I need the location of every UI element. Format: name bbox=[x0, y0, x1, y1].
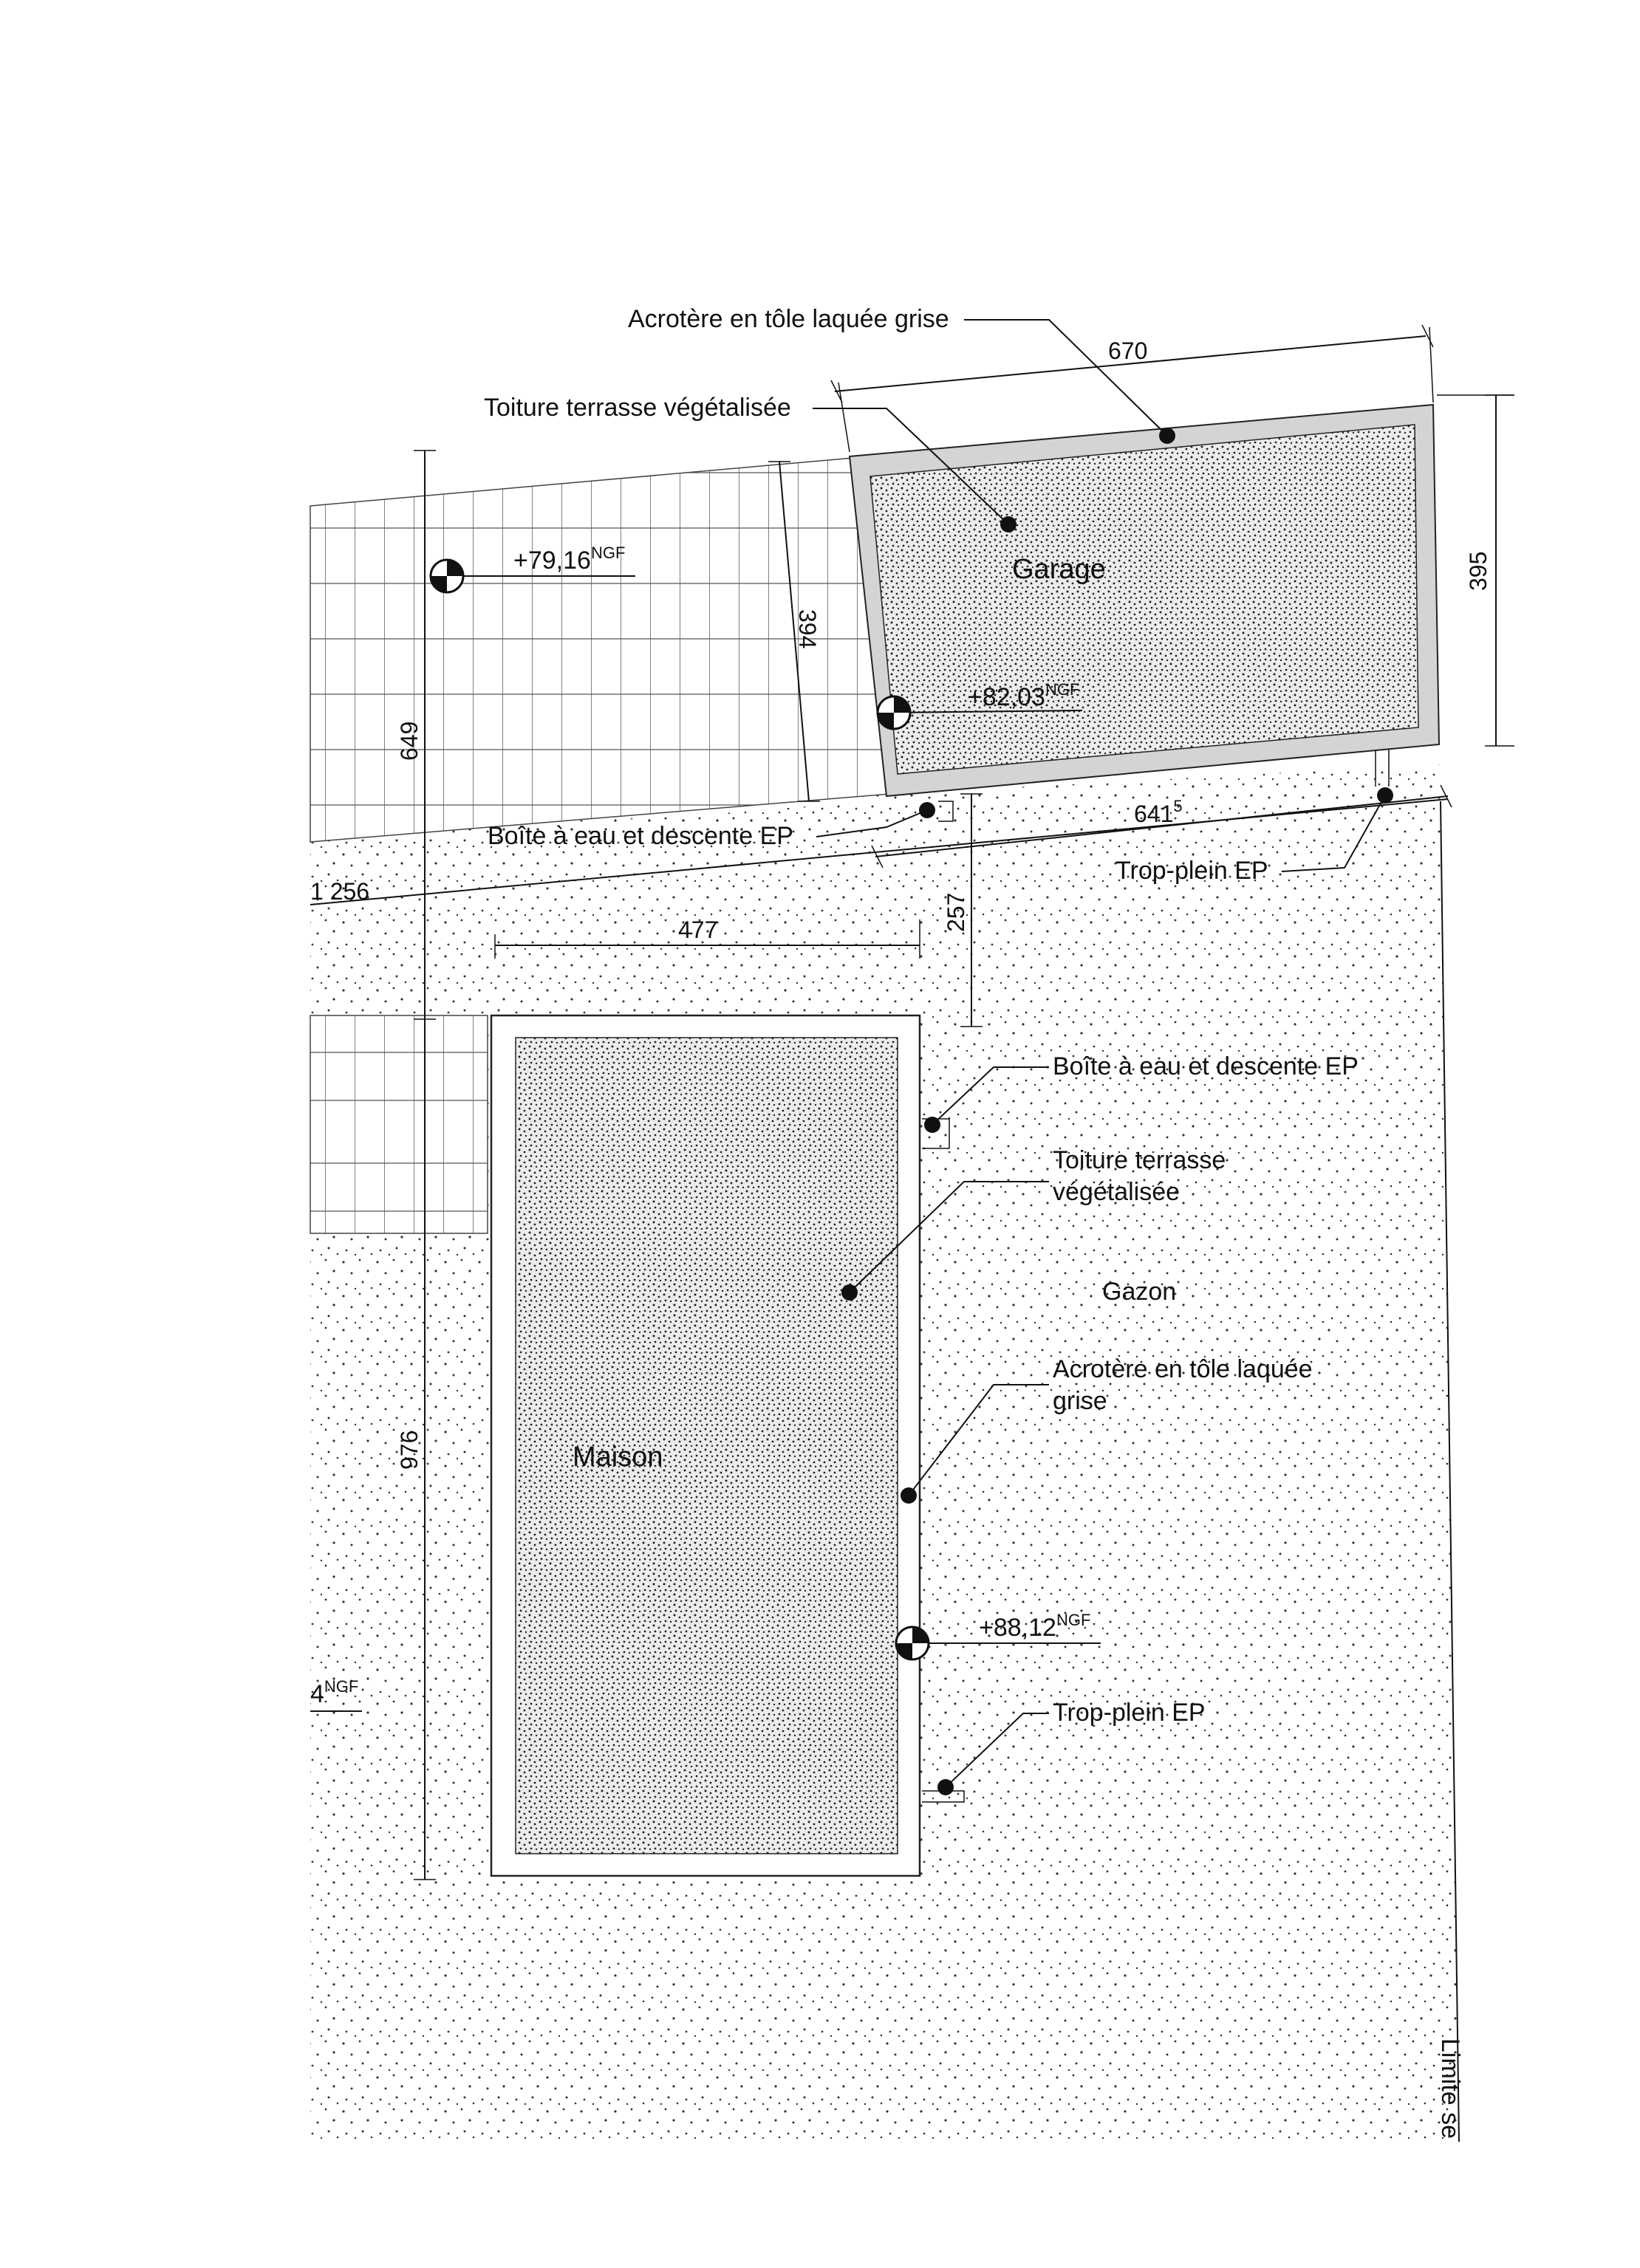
dim-670 bbox=[830, 324, 1434, 453]
room-gazon: Gazon bbox=[1102, 1278, 1176, 1306]
dim-text-649: 649 bbox=[396, 722, 423, 761]
house-roof bbox=[515, 1037, 898, 1854]
dim-395 bbox=[1437, 394, 1514, 747]
level-value-4: 4NGF bbox=[310, 1677, 358, 1708]
level-marker-2 bbox=[876, 695, 1083, 730]
label-acrotere-right-2: grise bbox=[1053, 1387, 1107, 1415]
dim-477 bbox=[494, 919, 920, 959]
level-value-2: +82,03NGF bbox=[968, 680, 1079, 711]
paved-path bbox=[310, 1015, 488, 1234]
label-toiture-top: Toiture terrasse végétalisée bbox=[484, 394, 791, 422]
label-trop-plein-right: Trop-plein EP bbox=[1053, 1699, 1206, 1727]
label-limite: Limite se bbox=[1436, 2038, 1464, 2139]
dim-text-976: 976 bbox=[396, 1431, 423, 1470]
dim-text-395: 395 bbox=[1465, 552, 1492, 591]
room-garage: Garage bbox=[1012, 554, 1106, 585]
dim-394 bbox=[768, 461, 820, 802]
dim-text-641: 6415 bbox=[1134, 797, 1183, 827]
dim-257 bbox=[960, 793, 983, 1027]
label-trop-plein-top: Trop-plein EP bbox=[1115, 857, 1268, 885]
property-limit-line bbox=[1440, 801, 1460, 2142]
dim-text-1256: 1 256 bbox=[310, 878, 369, 905]
label-acrotere-right-1: Acrotère en tôle laquée bbox=[1053, 1355, 1313, 1383]
level-marker-1 bbox=[429, 558, 635, 594]
label-toiture-right-1: Toiture terrasse bbox=[1053, 1146, 1226, 1174]
label-boite-right: Boîte à eau et descente EP bbox=[1053, 1052, 1359, 1080]
garage-roof bbox=[869, 424, 1419, 775]
level-value-3: +88,12NGF bbox=[979, 1611, 1090, 1642]
dim-text-394: 394 bbox=[794, 609, 821, 648]
dim-text-477: 477 bbox=[678, 917, 717, 943]
dim-649-976 bbox=[414, 450, 436, 1880]
label-boite-top: Boîte à eau et descente EP bbox=[488, 822, 793, 850]
leaders bbox=[813, 319, 1393, 1803]
paved-driveway bbox=[310, 457, 891, 843]
lawn-strip-top bbox=[310, 761, 1441, 886]
label-acrotere-top: Acrotère en tôle laquée grise bbox=[628, 305, 949, 333]
room-maison: Maison bbox=[573, 1442, 663, 1473]
label-toiture-right-2: végétalisée bbox=[1053, 1178, 1180, 1206]
level-value-1: +79,16NGF bbox=[513, 544, 625, 575]
level-marker-3 bbox=[895, 1625, 1101, 1661]
dim-text-670: 670 bbox=[1108, 338, 1147, 364]
dim-text-257: 257 bbox=[943, 893, 969, 932]
